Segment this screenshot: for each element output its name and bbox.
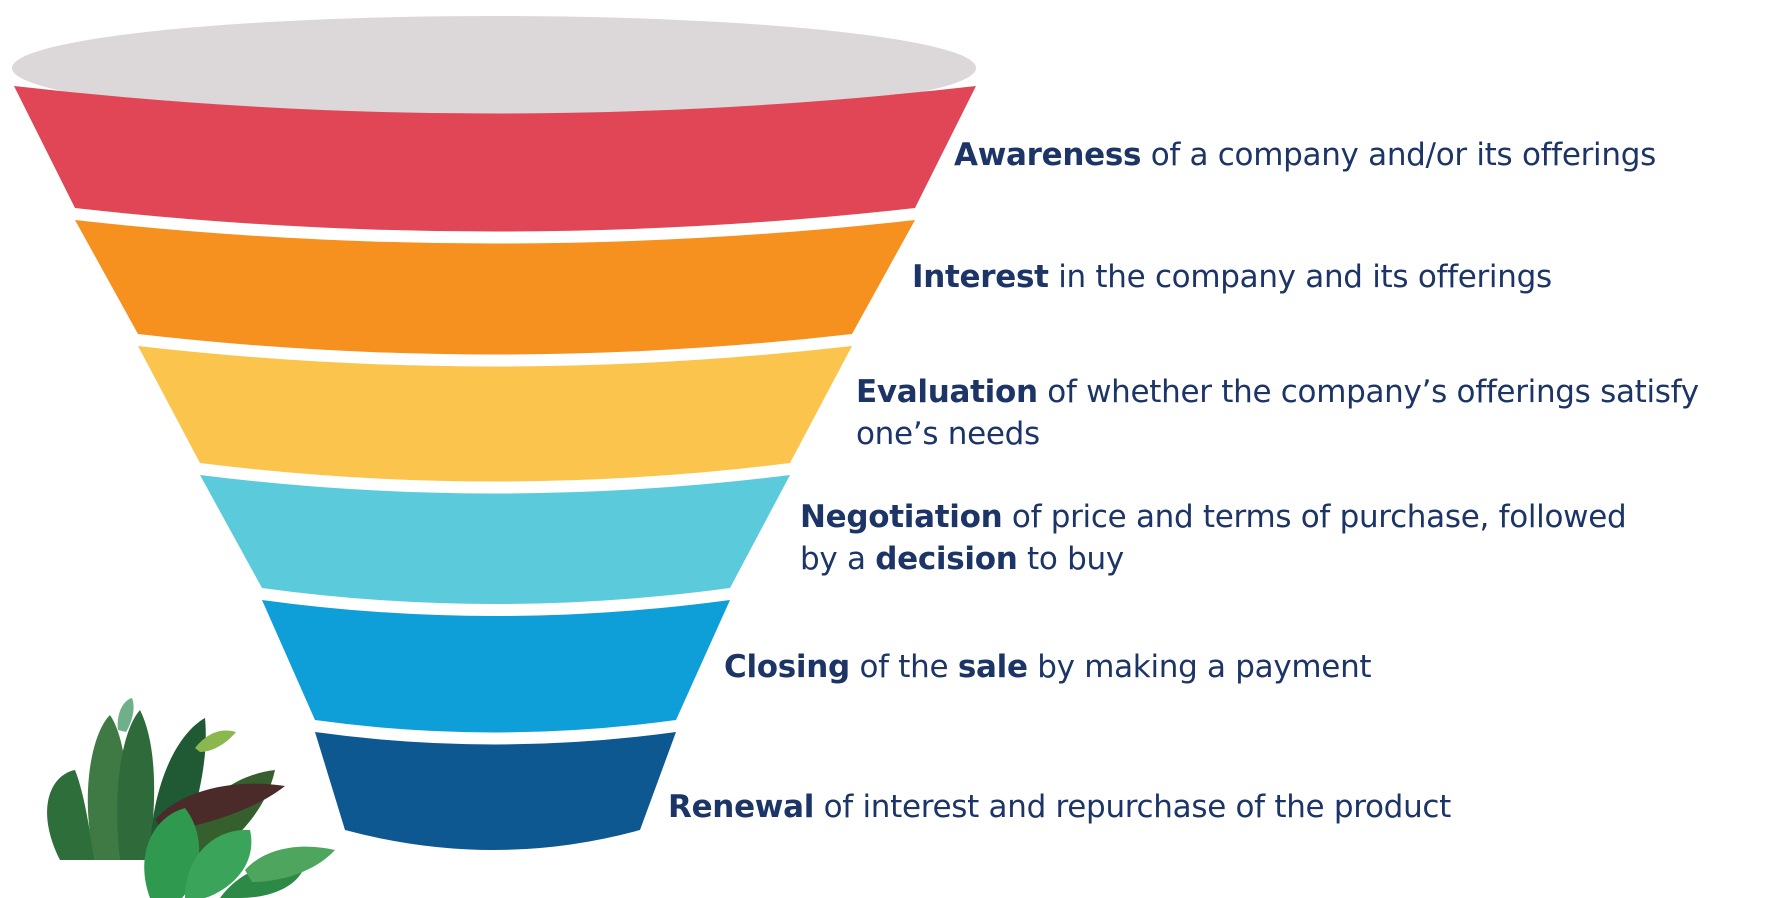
stage-caption-renewal: Renewal of interest and repurchase of th… [668,786,1451,828]
stage-description: of the [849,649,958,685]
caption-line: Negotiation of price and terms of purcha… [800,496,1627,538]
plant-foliage-icon [47,698,335,898]
stage-description-continued: one’s needs [856,416,1040,452]
stage-term: Interest [912,259,1049,295]
stage-description: of a company and/or its offerings [1141,137,1657,173]
caption-line: Evaluation of whether the company’s offe… [856,371,1699,413]
stage-description-continued: to buy [1017,541,1124,577]
caption-line: by a decision to buy [800,538,1626,580]
stage-caption-negotiation: Negotiation of price and terms of purcha… [800,496,1627,580]
stage-term: Closing [724,649,850,685]
funnel-band-renewal [315,732,676,850]
stage-description: in the company and its offerings [1048,259,1552,295]
stage-description-continued: by a [800,541,876,577]
funnel-band-interest [75,220,915,355]
stage-caption-awareness: Awareness of a company and/or its offeri… [954,134,1656,176]
stage-caption-closing: Closing of the sale by making a payment [724,646,1372,688]
stage-term: Evaluation [856,374,1038,410]
stage-keyword: decision [875,541,1018,577]
caption-line: one’s needs [856,413,1699,455]
stage-caption-interest: Interest in the company and its offering… [912,256,1552,298]
stage-description: of interest and repurchase of the produc… [814,789,1452,825]
stage-term: Negotiation [800,499,1003,535]
funnel-rim [12,16,976,120]
stage-term: Awareness [954,137,1142,173]
stage-description: of price and terms of purchase, followed [1002,499,1627,535]
stage-caption-evaluation: Evaluation of whether the company’s offe… [856,371,1699,455]
funnel-band-closing [262,600,730,733]
stage-description: of whether the company’s offerings satis… [1037,374,1699,410]
funnel-band-awareness [14,86,976,232]
stage-term: Renewal [668,789,815,825]
stage-description: by making a payment [1027,649,1372,685]
stage-keyword: sale [957,649,1028,685]
funnel-band-negotiation [200,475,790,604]
funnel-band-evaluation [138,346,852,482]
